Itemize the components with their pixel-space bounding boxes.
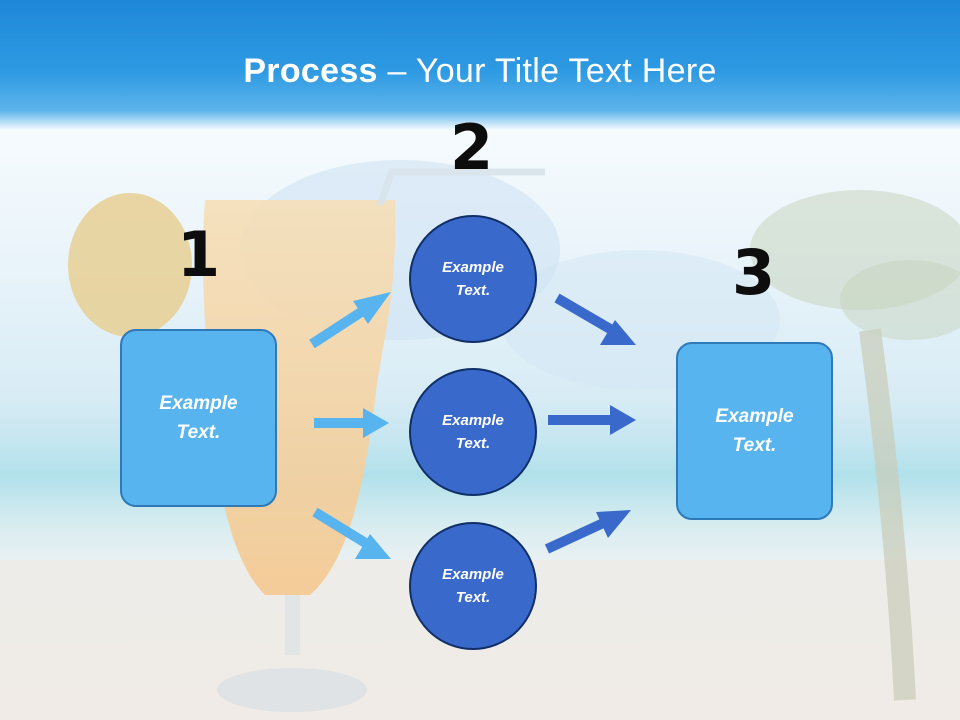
arrow-left-to-middle <box>314 408 389 438</box>
title-rest: – Your Title Text Here <box>377 52 717 90</box>
right-box-line-2: Text. <box>732 435 777 456</box>
arrow-middle-to-right <box>548 405 636 435</box>
slide-title: Process – Your Title Text Here <box>0 52 960 91</box>
arrow-left-to-bottom <box>312 507 391 559</box>
circle-middle-line-2: Text. <box>455 435 491 452</box>
title-bar <box>0 0 960 130</box>
arrow-left-to-top <box>309 292 391 349</box>
step-number-1: 1 <box>177 218 221 291</box>
left-box-line-2: Text. <box>176 422 221 443</box>
circle-top-line-1: Example <box>442 259 504 276</box>
circle-bottom-line-2: Text. <box>455 589 491 606</box>
title-bold: Process <box>243 52 378 90</box>
right-box-line-1: Example <box>715 406 794 427</box>
step-number-3: 3 <box>732 236 776 309</box>
arrow-bottom-to-right <box>544 510 631 554</box>
step-number-2: 2 <box>450 111 494 184</box>
arrow-top-to-right <box>554 293 636 345</box>
circle-middle-line-1: Example <box>442 412 504 429</box>
circle-top-line-2: Text. <box>455 282 491 299</box>
left-box-line-1: Example <box>159 393 238 414</box>
circle-bottom-line-1: Example <box>442 566 504 583</box>
